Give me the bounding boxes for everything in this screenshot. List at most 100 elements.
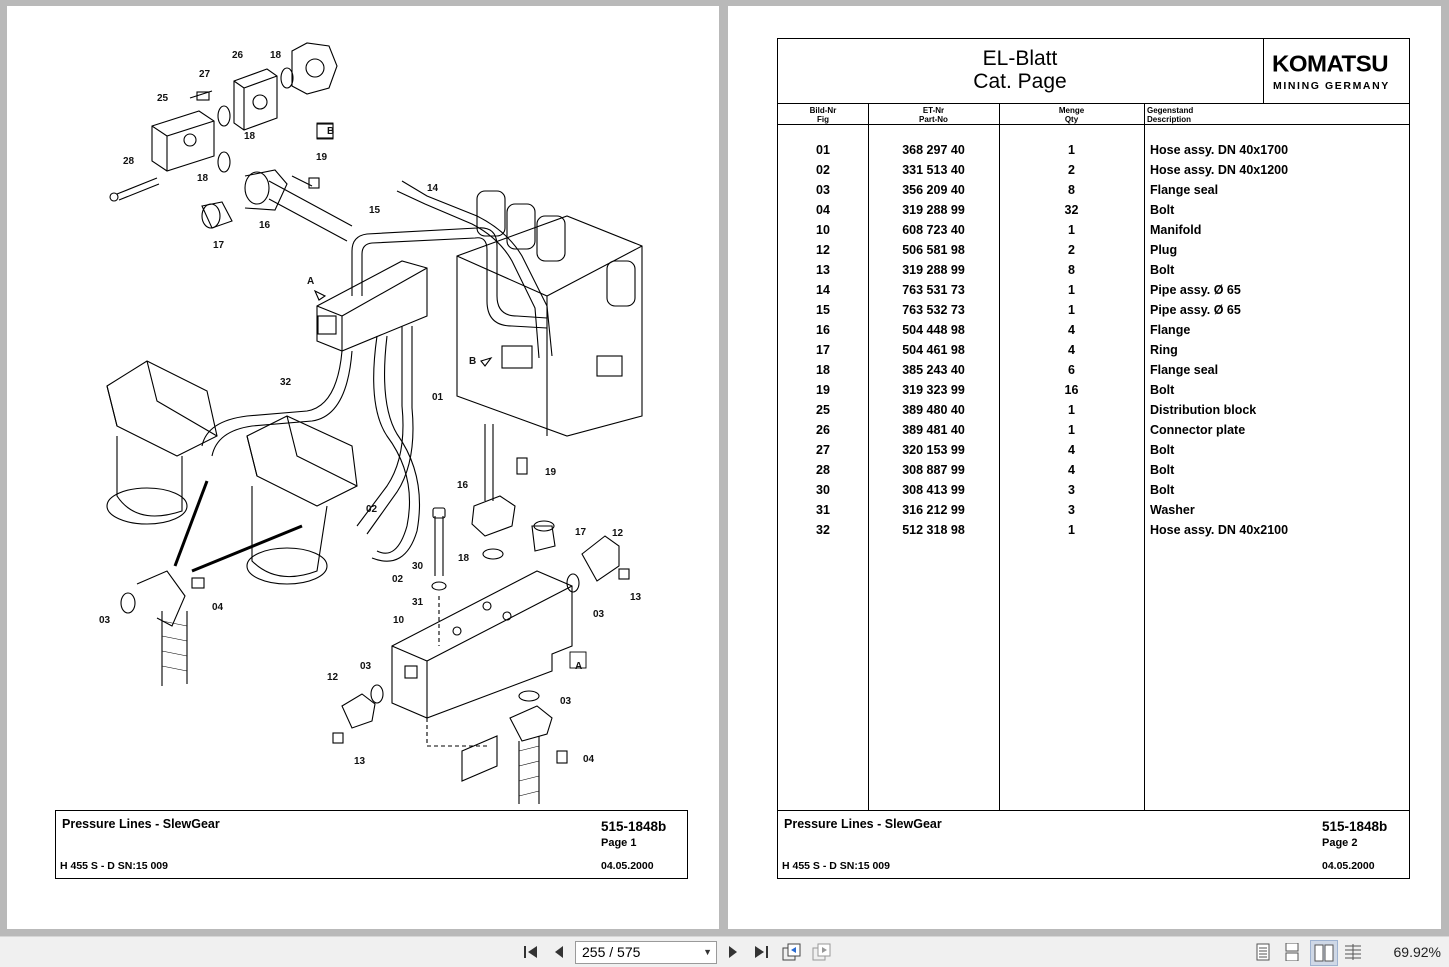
first-page-icon[interactable]	[520, 940, 542, 964]
drawing-title: Pressure Lines - SlewGear	[62, 817, 220, 831]
callout-label: 19	[545, 467, 557, 478]
fig-cell: 15	[816, 303, 830, 317]
fig-cell: 16	[816, 323, 830, 337]
fig-cell: 14	[816, 283, 830, 297]
callout-label: 12	[327, 672, 339, 683]
callout-label: 31	[412, 597, 424, 608]
callout-label: 18	[244, 131, 256, 142]
header-divider	[778, 124, 1409, 125]
part-number-cell: 319 323 99	[902, 383, 965, 397]
last-page-icon[interactable]	[750, 940, 772, 964]
description-cell: Manifold	[1150, 223, 1202, 237]
part-number-cell: 308 887 99	[902, 463, 965, 477]
callout-label: 01	[432, 392, 444, 403]
header-de: Menge	[1058, 106, 1085, 115]
page-number-field[interactable]: 255 / 575 ▼	[575, 941, 717, 964]
part-number-cell: 504 461 98	[902, 343, 965, 357]
part-number-cell: 331 513 40	[902, 163, 965, 177]
part-number-cell: 608 723 40	[902, 223, 965, 237]
zoom-level[interactable]: 69.92%	[1393, 944, 1441, 960]
callout-label: A	[575, 661, 582, 672]
header-en: Part-No	[919, 115, 948, 124]
right-page: EL-Blatt Cat. Page KOMATSU MINING GERMAN…	[728, 6, 1441, 929]
part-number-cell: 504 448 98	[902, 323, 965, 337]
callout-label: 25	[157, 93, 169, 104]
fig-cell: 19	[816, 383, 830, 397]
column-header-fig: Bild-Nr Fig	[778, 106, 868, 124]
title-line-en: Cat. Page	[973, 70, 1067, 93]
next-page-icon[interactable]	[722, 940, 744, 964]
callout-label: 02	[366, 504, 378, 515]
fig-cell: 12	[816, 243, 830, 257]
description-cell: Flange seal	[1150, 363, 1219, 377]
quantity-cell: 3	[1068, 503, 1075, 517]
page-label: Page 2	[1322, 837, 1358, 849]
description-cell: Flange seal	[1150, 183, 1219, 197]
callout-label: 32	[280, 377, 292, 388]
two-page-icon[interactable]	[1310, 940, 1338, 966]
callout-label: 30	[412, 561, 424, 572]
description-cell: Hose assy. DN 40x2100	[1150, 523, 1289, 537]
komatsu-logo: KOMATSU MINING GERMANY	[1263, 39, 1409, 103]
fig-cell: 02	[816, 163, 830, 177]
page-number-value: 255 / 575	[582, 944, 641, 960]
part-number-cell: 512 318 98	[902, 523, 965, 537]
callout-label: 26	[232, 50, 244, 61]
header-de: ET-Nr	[922, 106, 945, 115]
go-back-icon[interactable]	[780, 940, 804, 964]
title-line-de: EL-Blatt	[982, 47, 1058, 70]
document-number: 515-1848b	[601, 819, 667, 834]
quantity-cell: 1	[1068, 223, 1075, 237]
fig-cell: 27	[816, 443, 830, 457]
chevron-down-icon[interactable]: ▼	[703, 947, 712, 957]
prev-page-icon[interactable]	[548, 940, 570, 964]
single-page-icon[interactable]	[1252, 940, 1274, 964]
description-cell: Pipe assy. Ø 65	[1150, 283, 1241, 297]
fig-cell: 32	[816, 523, 830, 537]
callout-label: B	[327, 126, 334, 137]
viewer-toolbar: 255 / 575 ▼ 69.92%	[0, 936, 1449, 967]
callout-label: 13	[630, 592, 642, 603]
header-en: Description	[1147, 115, 1192, 124]
quantity-cell: 6	[1068, 363, 1075, 377]
quantity-cell: 32	[1064, 203, 1079, 217]
column-header-qty: Menge Qty	[999, 106, 1144, 124]
description-cell: Pipe assy. Ø 65	[1150, 303, 1241, 317]
callout-label: A	[307, 276, 314, 287]
description-cell: Bolt	[1150, 203, 1175, 217]
header-de: Bild-Nr	[809, 106, 837, 115]
header-de: Gegenstand	[1147, 106, 1194, 115]
callout-label: 03	[99, 615, 111, 626]
description-cell: Hose assy. DN 40x1200	[1150, 163, 1289, 177]
part-number-cell: 385 243 40	[902, 363, 965, 377]
machine-model: H 455 S - D SN:15 009	[782, 860, 890, 872]
fig-cell: 26	[816, 423, 830, 437]
callout-label: 03	[360, 661, 372, 672]
fig-cell: 03	[816, 183, 830, 197]
callout-label: 10	[393, 615, 405, 626]
description-cell: Bolt	[1150, 463, 1175, 477]
part-number-cell: 763 532 73	[902, 303, 965, 317]
callout-label: 14	[427, 183, 439, 194]
callout-label: 16	[259, 220, 271, 231]
quantity-cell: 8	[1068, 183, 1075, 197]
callout-label: 18	[270, 50, 282, 61]
continuous-icon[interactable]	[1281, 940, 1303, 964]
two-page-continuous-icon[interactable]	[1342, 940, 1364, 964]
callout-label: 27	[199, 69, 211, 80]
description-cell: Distribution block	[1150, 403, 1257, 417]
callout-label: 18	[197, 173, 209, 184]
go-forward-icon[interactable]	[810, 940, 834, 964]
quantity-cell: 1	[1068, 303, 1075, 317]
description-cell: Bolt	[1150, 383, 1175, 397]
